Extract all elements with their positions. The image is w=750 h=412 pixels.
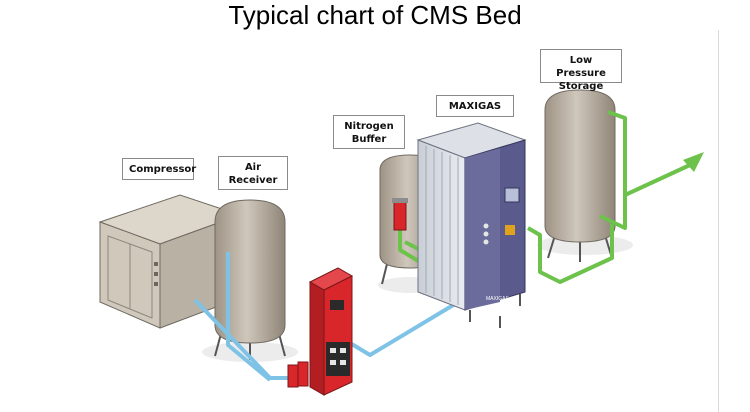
- label-maxigas: MAXIGAS: [436, 95, 514, 117]
- buffer-filter: [392, 198, 408, 231]
- low-pressure-storage-tank: [544, 89, 616, 262]
- frame-divider: [718, 30, 719, 412]
- generator-badge: MAXIGAS: [486, 296, 509, 302]
- label-air-receiver: Air Receiver: [218, 156, 288, 190]
- maxigas-generator: MAXIGAS: [416, 122, 527, 328]
- arrow-right-icon: [683, 152, 704, 172]
- page-title: Typical chart of CMS Bed: [228, 0, 522, 30]
- label-low-pressure-storage: Low Pressure Storage: [540, 49, 622, 92]
- filter-dryer-unit: [287, 267, 354, 396]
- air-receiver-tank: [214, 199, 286, 360]
- label-nitrogen-buffer: Nitrogen Buffer: [333, 115, 405, 149]
- label-compressor: Compressor: [122, 158, 196, 180]
